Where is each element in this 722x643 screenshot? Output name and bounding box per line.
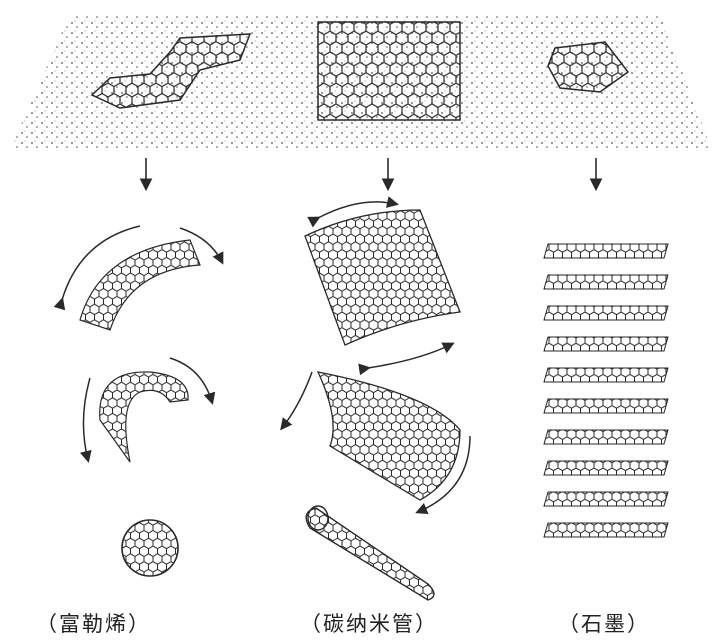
graphite-layer (544, 399, 668, 413)
graphite-layer (544, 244, 668, 258)
graphite-layers (544, 244, 668, 537)
graphite-layer (544, 492, 668, 506)
down-arrows (146, 158, 596, 188)
graphite-layer (544, 523, 668, 537)
fullerene-caption: （富勒烯） (36, 608, 151, 638)
graphite-layer (544, 461, 668, 475)
graphite-layer (544, 337, 668, 351)
graphite-layer (544, 306, 668, 320)
graphene-fragment-nanotube (318, 22, 460, 120)
graphite-layer (544, 430, 668, 444)
fullerene-curling-sheet (62, 226, 222, 330)
nanotube-tube (306, 506, 434, 600)
graphite-layer (544, 368, 668, 382)
nanotube-caption: （碳纳米管） (300, 608, 438, 638)
nanotube-rolling-sheet (305, 202, 460, 368)
graphite-layer (544, 275, 668, 289)
fullerene-ball (122, 520, 178, 576)
nanotube-half-rolled (282, 372, 470, 512)
graphite-caption: （石墨） (558, 608, 650, 638)
fullerene-closing-shell (83, 358, 212, 462)
